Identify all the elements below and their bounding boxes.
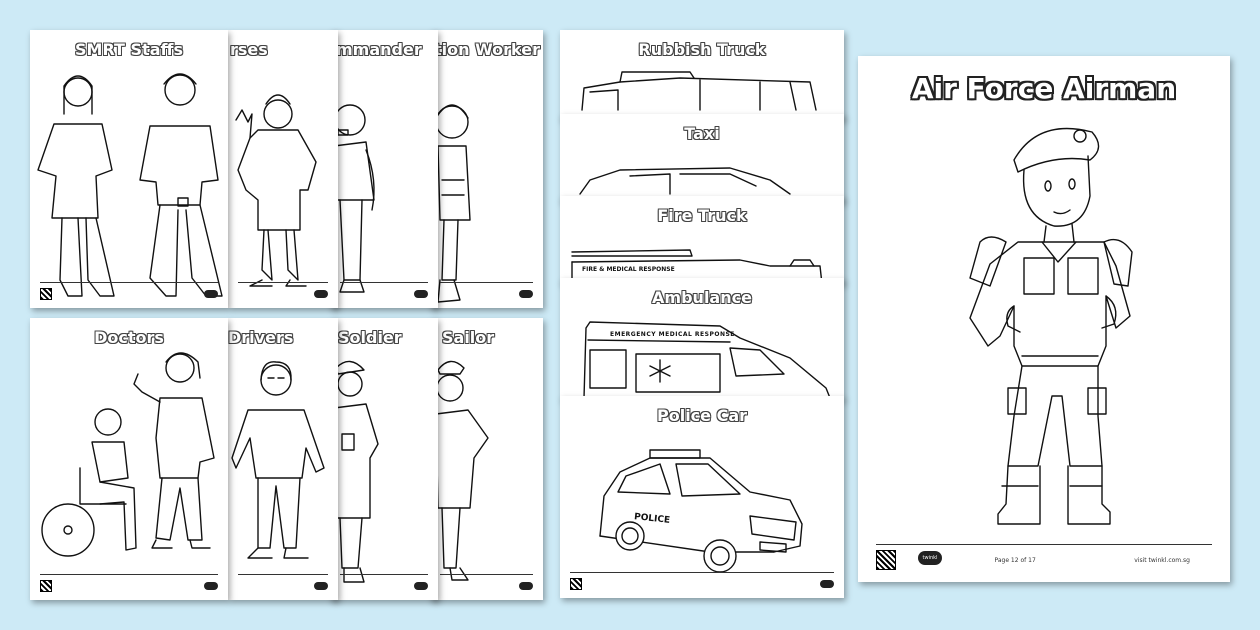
construction-worker-illustration: [435, 104, 471, 303]
featured-sheet-title: Air Force Airman: [911, 72, 1177, 105]
sheet-rubbish-truck[interactable]: Rubbish Truck: [560, 30, 844, 120]
qr-code-icon: [40, 288, 52, 300]
police-car-illustration: [599, 449, 803, 573]
sheet-title: Drivers: [228, 328, 294, 347]
sheet-fire-truck[interactable]: Fire Truck FIRE & MEDICAL RESPONSE: [560, 196, 844, 284]
sheet-title: Doctors: [94, 328, 164, 347]
sheet-footer: [40, 282, 218, 302]
sheet-title: Rubbish Truck: [638, 40, 766, 59]
sheet-commander[interactable]: mmander: [330, 30, 438, 308]
sheet-footer: [340, 282, 428, 302]
sheet-sailor[interactable]: Sailor: [430, 318, 543, 600]
twinkl-logo-icon: [519, 290, 533, 298]
twinkl-logo-icon: [204, 290, 218, 298]
sheet-footer: [238, 282, 328, 302]
sheet-nurses[interactable]: rses: [228, 30, 338, 308]
sheet-construction-worker[interactable]: tion Worker: [430, 30, 543, 308]
soldier-illustration: [333, 360, 379, 583]
sheet-smrt-staffs[interactable]: SMRT Staffs: [30, 30, 228, 308]
sheet-footer: [340, 574, 428, 594]
twinkl-logo-icon: [519, 582, 533, 590]
sheet-footer: [238, 574, 328, 594]
sheet-doctors[interactable]: Doctors: [30, 318, 228, 600]
sheet-title: Police Car: [656, 406, 748, 425]
qr-code-icon: [570, 578, 582, 590]
sheet-drivers[interactable]: Drivers: [228, 318, 338, 600]
twinkl-logo-icon: [414, 582, 428, 590]
air-force-airman-illustration: [969, 127, 1133, 525]
sheet-taxi[interactable]: Taxi: [560, 114, 844, 202]
sheet-title: Soldier: [338, 328, 402, 347]
featured-sheet-footer: twinkl Page 12 of 17 visit twinkl.com.sg: [876, 544, 1212, 572]
twinkl-logo-icon: [204, 582, 218, 590]
sheet-footer: [440, 574, 533, 594]
qr-code-icon: [40, 580, 52, 592]
doctors-illustration: [41, 352, 215, 557]
fire-truck-side-text: FIRE & MEDICAL RESPONSE: [582, 266, 675, 273]
smrt-staffs-illustration: [37, 73, 223, 297]
twinkl-logo-icon: [314, 582, 328, 590]
website-label: visit twinkl.com.sg: [1134, 556, 1190, 564]
nurse-illustration: [235, 94, 317, 287]
twinkl-logo-icon: [414, 290, 428, 298]
sailor-illustration: [435, 360, 489, 581]
sheet-ambulance[interactable]: Ambulance EMERGENCY MEDICAL RESPONSE: [560, 278, 844, 400]
sheet-footer: [440, 282, 533, 302]
qr-code-icon: [876, 550, 896, 570]
twinkl-logo-icon: [820, 580, 834, 588]
sheet-footer: [40, 574, 218, 594]
ambulance-illustration: [583, 321, 831, 399]
twinkl-logo-icon: twinkl: [918, 551, 942, 565]
sheet-title: Taxi: [684, 124, 720, 143]
page-label: Page 12 of 17: [994, 556, 1036, 564]
sheet-air-force-airman[interactable]: Air Force Airman twink: [858, 56, 1230, 582]
rubbish-truck-illustration: [581, 71, 817, 111]
commander-illustration: [333, 104, 375, 293]
sheet-footer: [570, 572, 834, 592]
sheet-title: Ambulance: [652, 288, 752, 307]
taxi-illustration: [579, 167, 791, 195]
sheet-soldier[interactable]: Soldier: [330, 318, 438, 600]
sheet-police-car[interactable]: Police Car POLICE: [560, 396, 844, 598]
sheet-title: Fire Truck: [657, 206, 747, 225]
sheet-title: mmander: [336, 40, 422, 59]
ambulance-side-text: EMERGENCY MEDICAL RESPONSE: [610, 331, 735, 338]
sheet-title: SMRT Staffs: [75, 40, 183, 59]
driver-illustration: [231, 361, 325, 559]
sheet-title: tion Worker: [434, 40, 540, 59]
twinkl-logo-icon: [314, 290, 328, 298]
sheet-title: rses: [230, 40, 268, 59]
sheet-title: Sailor: [442, 328, 495, 347]
